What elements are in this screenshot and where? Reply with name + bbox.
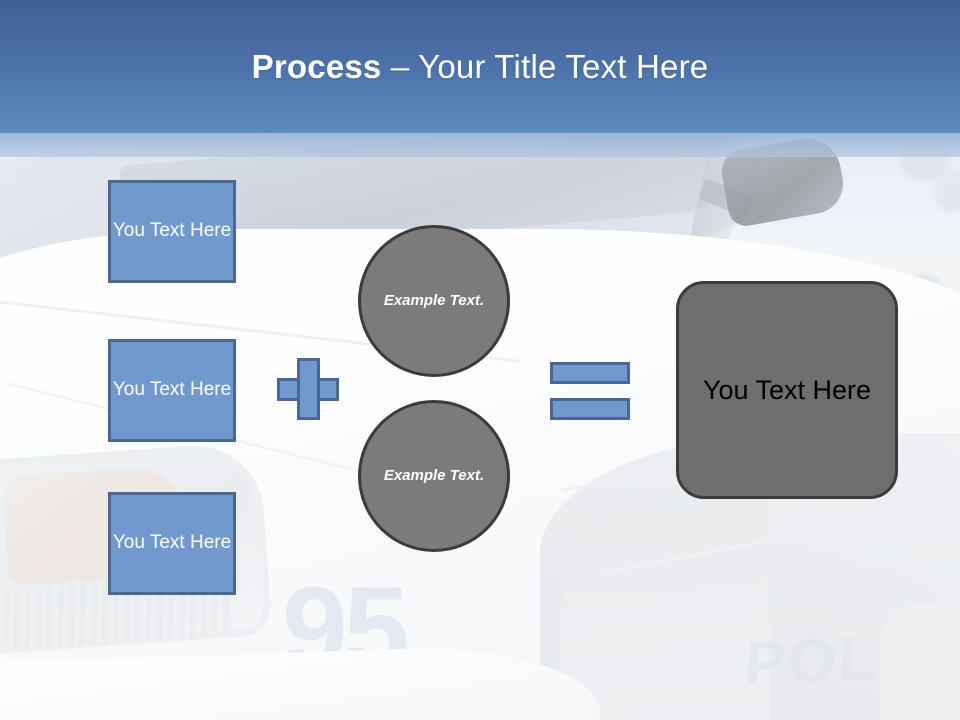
equals-bar-top xyxy=(550,362,630,384)
plus-center-fill xyxy=(300,381,316,397)
equals-bar-bottom xyxy=(550,398,630,420)
page-title-rest: – Your Title Text Here xyxy=(381,47,709,85)
slide-header: Process – Your Title Text Here xyxy=(0,0,960,133)
page-title-bold: Process xyxy=(251,47,382,85)
example-circle-2[interactable]: Example Text. xyxy=(358,400,510,552)
input-box-3[interactable]: You Text Here xyxy=(108,492,236,595)
photo-ground xyxy=(880,603,960,720)
result-box[interactable]: You Text Here xyxy=(676,281,898,499)
example-circle-1[interactable]: Example Text. xyxy=(358,225,510,377)
equals-icon xyxy=(550,362,630,420)
input-box-1[interactable]: You Text Here xyxy=(108,180,236,283)
page-title: Process – Your Title Text Here xyxy=(252,48,709,86)
input-box-2[interactable]: You Text Here xyxy=(108,339,236,442)
plus-icon xyxy=(277,358,339,420)
